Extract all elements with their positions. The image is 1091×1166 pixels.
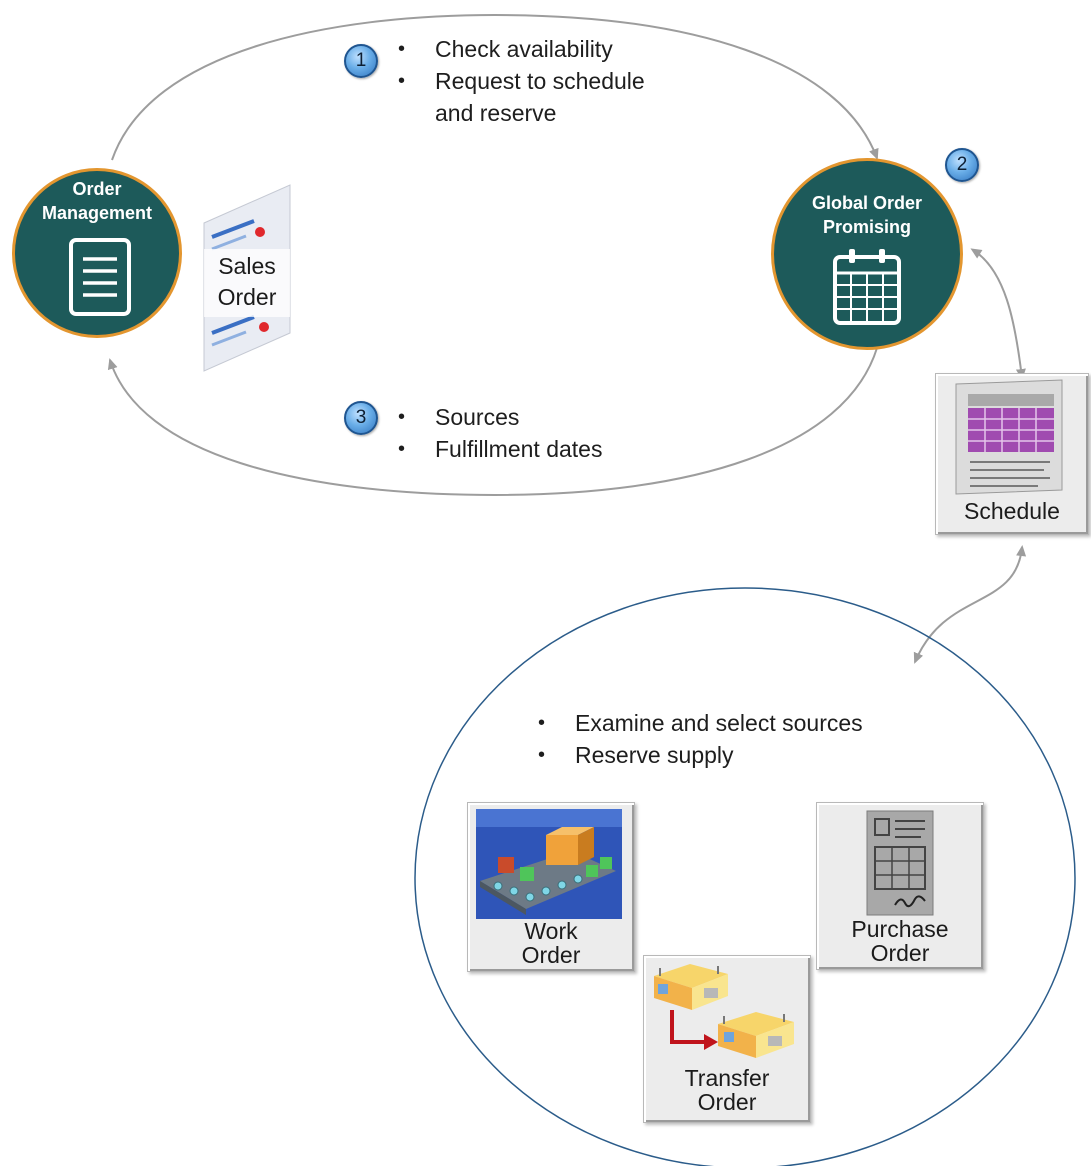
global-order-promising-title: Global Order Promising: [811, 193, 923, 237]
step-1-badge: 1: [344, 44, 378, 78]
bottom-arc-arrow: [107, 347, 878, 497]
global-order-promising-node: Global Order Promising: [771, 158, 963, 350]
work-order-label: Work Order: [521, 918, 581, 968]
supply-list: Examine and select sources Reserve suppl…: [538, 707, 958, 771]
list-item: Sources: [398, 401, 698, 433]
sales-order-document: Sales Order: [198, 183, 293, 373]
step-3-list: Sources Fulfillment dates: [398, 401, 698, 465]
warehouse-icon: [654, 964, 728, 1010]
document-icon: [69, 238, 131, 316]
list-item-continuation: and reserve: [435, 100, 557, 126]
order-management-title: Order Management: [41, 179, 153, 223]
sales-order-icon: [203, 184, 291, 372]
transfer-order-tile: Transfer Order: [643, 955, 811, 1123]
gop-schedule-arrow: [970, 248, 1026, 380]
warehouse-transfer-icon: [654, 964, 794, 1058]
list-item: Fulfillment dates: [398, 433, 698, 465]
sales-order-label: Sales Order: [217, 253, 277, 310]
supply-circle: [414, 587, 1076, 1166]
transfer-order-label: Transfer Order: [684, 1065, 770, 1115]
top-arc-arrow: [111, 13, 879, 161]
purchase-document-icon: [866, 810, 934, 916]
step-1-list: Check availability Request to schedule a…: [398, 33, 718, 129]
list-item: Reserve supply: [538, 739, 958, 771]
order-management-node: Order Management: [12, 168, 182, 338]
work-order-tile: Work Order: [467, 802, 635, 972]
calendar-icon: [833, 249, 901, 325]
warehouse-icon: [718, 1012, 794, 1058]
factory-conveyor-icon: [476, 809, 622, 919]
schedule-supply-arrow: [913, 545, 1027, 664]
list-item: Check availability: [398, 33, 718, 65]
schedule-calendar-icon: [955, 379, 1063, 495]
step-2-badge: 2: [945, 148, 979, 182]
schedule-label: Schedule: [964, 498, 1060, 524]
purchase-order-tile: Purchase Order: [816, 802, 984, 970]
step-3-badge: 3: [344, 401, 378, 435]
schedule-tile: Schedule: [935, 373, 1089, 535]
list-item: Request to schedule: [398, 65, 718, 97]
list-item: Examine and select sources: [538, 707, 958, 739]
purchase-order-label: Purchase Order: [851, 916, 949, 966]
